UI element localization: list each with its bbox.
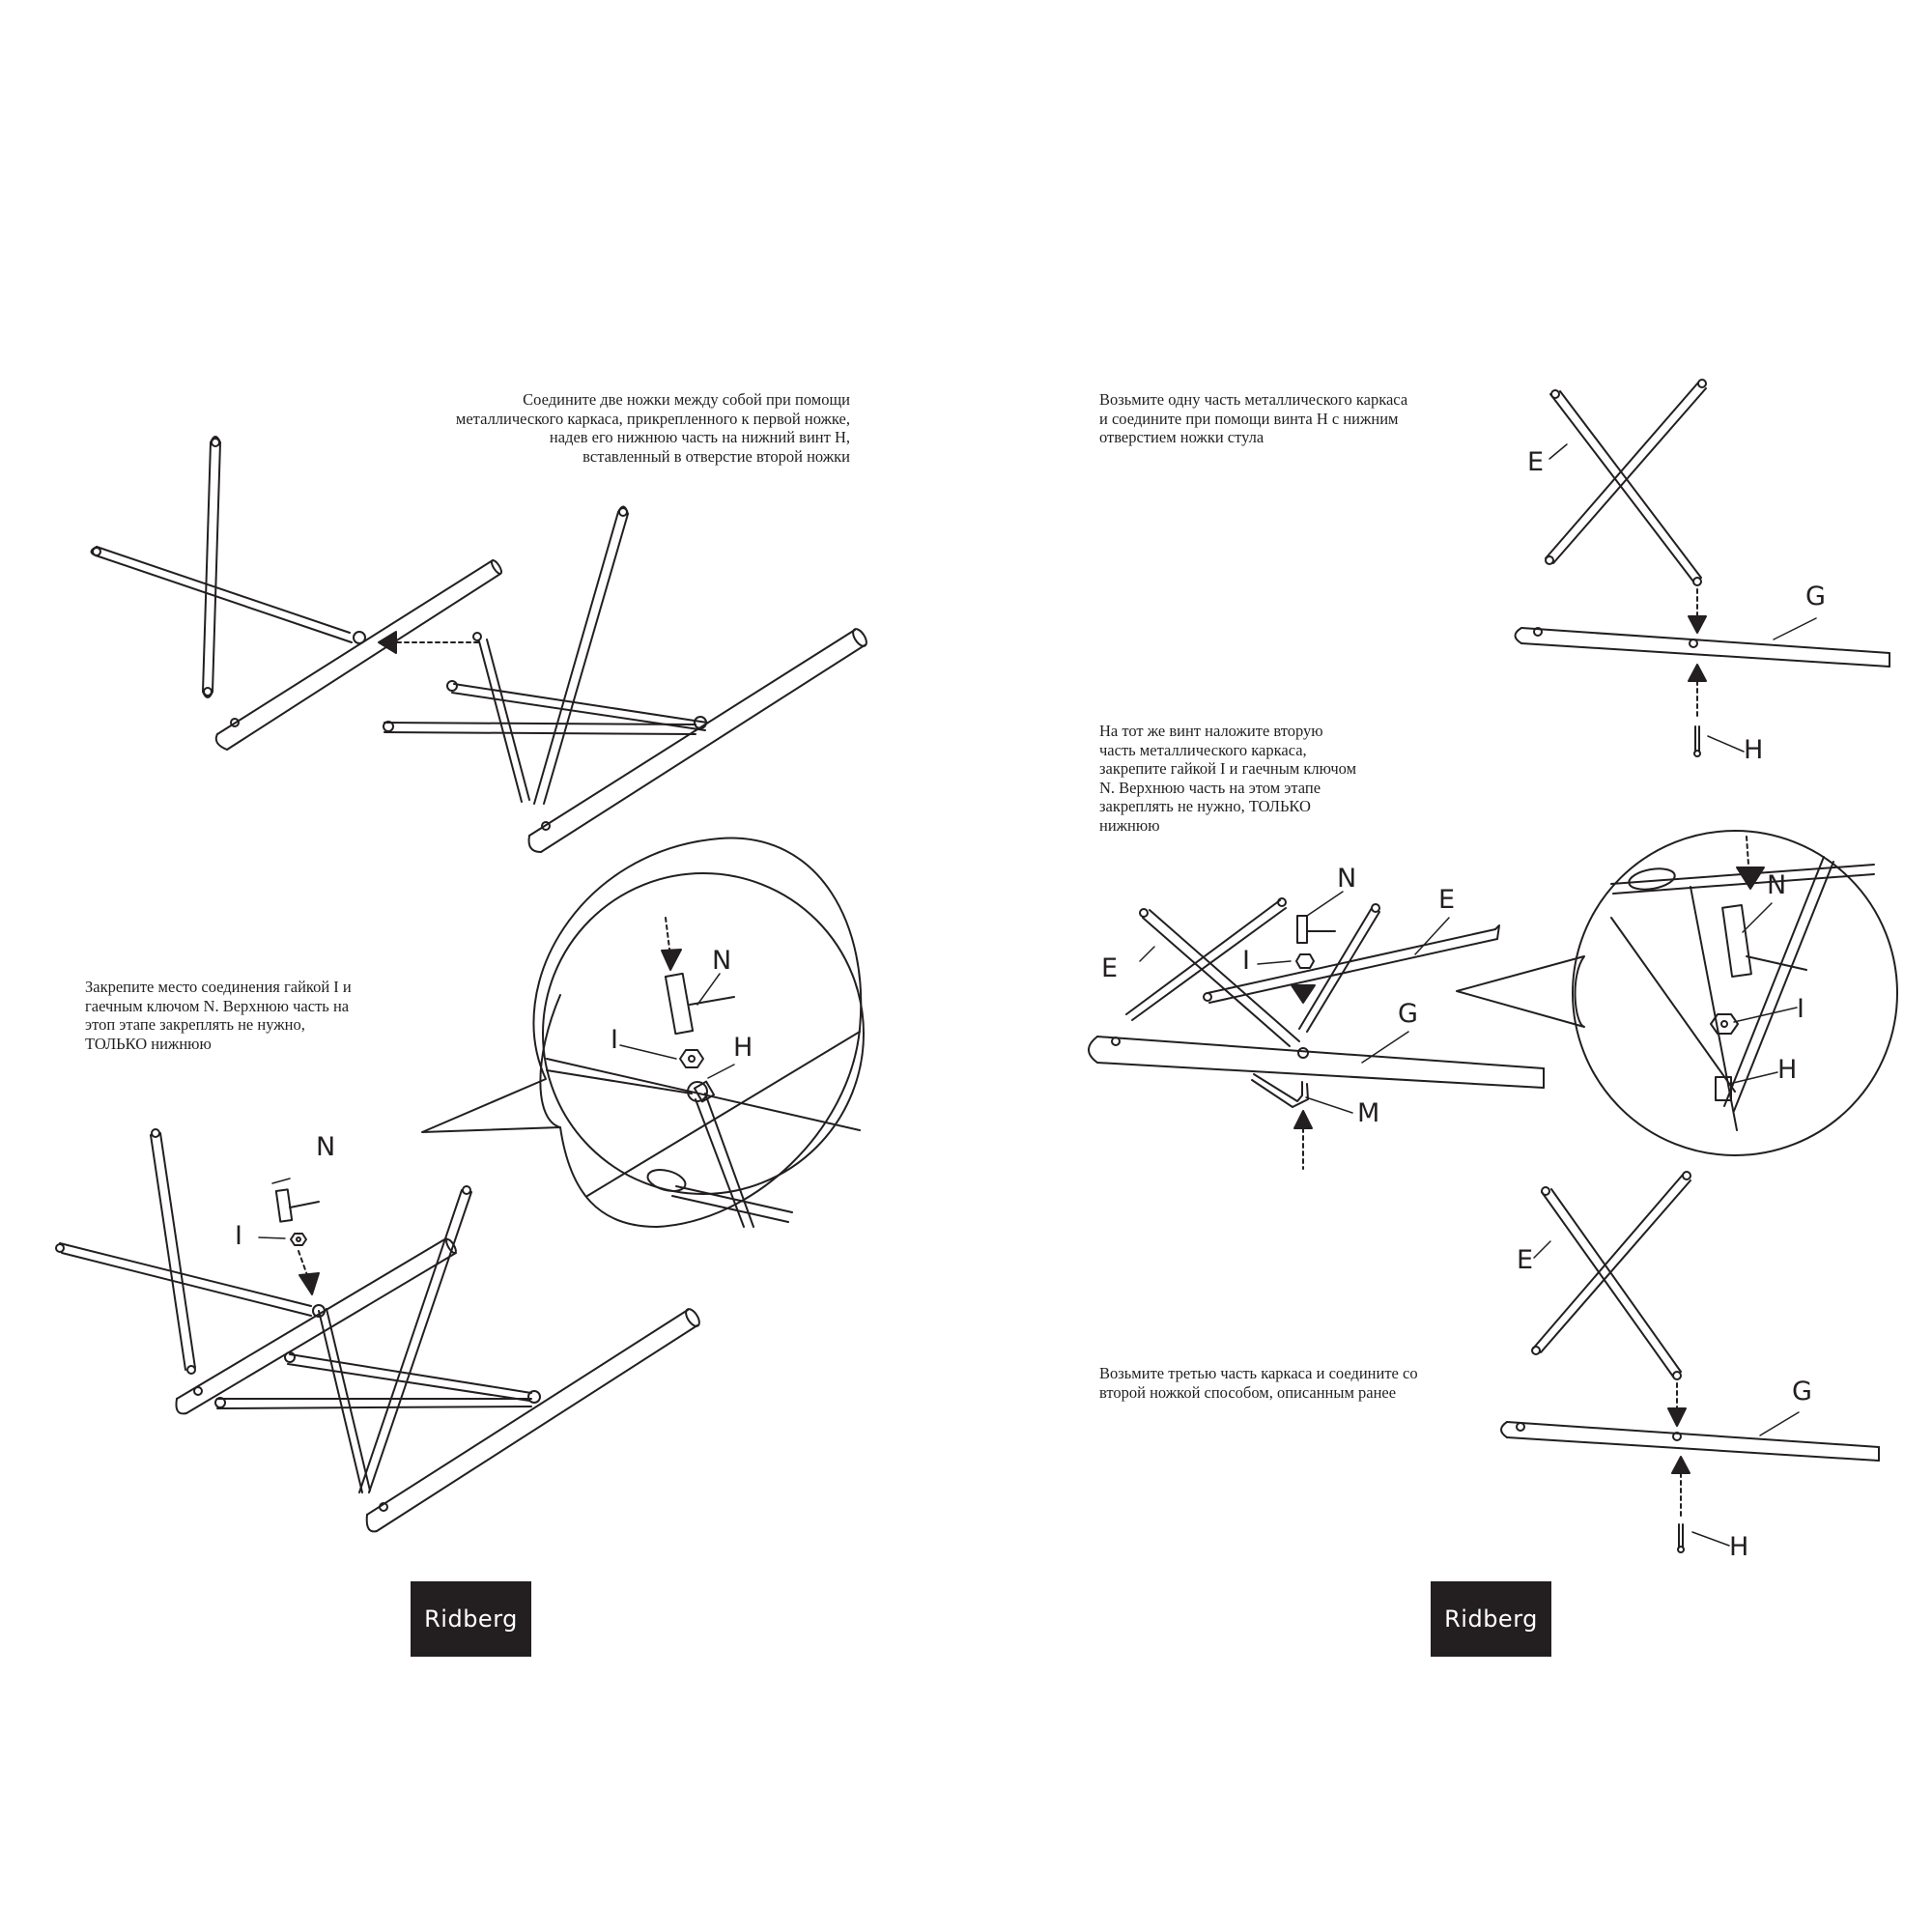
label-h-zoom-right: H <box>1777 1055 1798 1085</box>
label-h-zoom: H <box>733 1033 753 1063</box>
arrow-icon <box>1688 615 1707 634</box>
arrow-icon <box>1291 984 1316 1004</box>
label-n-mid: N <box>1337 864 1357 894</box>
label-g-bottom: G <box>1792 1377 1812 1406</box>
right-step1-figure <box>1514 379 1890 757</box>
metal-frame-3 <box>55 1128 371 1493</box>
frame-e-top <box>1545 379 1707 586</box>
right-step2-figure <box>1088 891 1545 1170</box>
bolt-icon <box>1715 1076 1732 1101</box>
chair-leg-g-mid <box>1088 1036 1545 1089</box>
bolt-icon <box>1297 1047 1309 1059</box>
arrow-icon <box>661 949 682 971</box>
hex-nut-icon <box>679 1049 704 1068</box>
label-h-top: H <box>1744 735 1764 765</box>
label-n: N <box>316 1132 336 1162</box>
label-e-bottom: E <box>1517 1245 1534 1275</box>
right-step2-instruction: На тот же винт наложите вторую часть мет… <box>1099 722 1357 835</box>
chair-leg-b <box>527 628 867 853</box>
socket-wrench-icon <box>274 1188 320 1223</box>
label-e-mid-right: E <box>1438 885 1456 915</box>
label-i: I <box>235 1221 242 1251</box>
chair-leg-d <box>365 1308 700 1533</box>
label-g-top: G <box>1805 582 1826 611</box>
left-zoom-bubble <box>421 837 865 1228</box>
hex-nut-icon <box>1295 953 1315 969</box>
arrow-icon <box>1293 1110 1313 1129</box>
brand-logo-left: Ridberg <box>411 1581 531 1657</box>
metal-frame-1 <box>90 436 366 698</box>
label-i-zoom-right: I <box>1797 994 1804 1024</box>
bolt-icon <box>1677 1523 1685 1553</box>
label-h-bottom: H <box>1729 1532 1749 1562</box>
right-step3-instruction: Возьмите третью часть каркаса и соединит… <box>1099 1364 1418 1402</box>
bolt-icon <box>693 1080 716 1103</box>
hex-key-icon <box>1251 1073 1309 1108</box>
arrow-icon <box>1688 664 1707 682</box>
hex-nut-icon <box>290 1233 307 1246</box>
label-n-zoom: N <box>712 946 732 976</box>
right-step3-figure <box>1500 1171 1880 1553</box>
left-step2-instruction: Закрепите место соединения гайкой I и га… <box>85 978 352 1053</box>
chair-leg-g-bottom <box>1500 1421 1880 1462</box>
frame-e-left <box>1125 897 1300 1047</box>
label-e-top: E <box>1527 447 1545 477</box>
left-step1-instruction: Соедините две ножки между собой при помо… <box>455 390 850 466</box>
metal-frame-4 <box>214 1185 541 1493</box>
hex-nut-icon <box>1710 1013 1739 1035</box>
brand-logo-right: Ridberg <box>1431 1581 1551 1657</box>
socket-wrench-icon <box>1296 915 1336 944</box>
label-n-zoom-right: N <box>1767 870 1787 900</box>
label-m-mid: M <box>1357 1098 1380 1128</box>
frame-e-right <box>1203 903 1500 1033</box>
arrow-icon <box>1736 867 1765 890</box>
arrow-icon <box>1671 1456 1690 1474</box>
metal-frame-2 <box>383 505 708 805</box>
left-step2-figure <box>55 1128 700 1533</box>
bolt-icon <box>1693 725 1701 757</box>
arrow-icon <box>298 1272 320 1295</box>
right-zoom-bubble <box>1456 830 1898 1156</box>
label-i-mid: I <box>1242 946 1250 976</box>
chair-leg-c <box>175 1237 457 1415</box>
chair-leg-a <box>214 559 503 751</box>
label-i-zoom: I <box>611 1025 618 1055</box>
label-g-mid: G <box>1398 999 1418 1029</box>
chair-leg-g-top <box>1514 627 1890 668</box>
frame-e-bottom <box>1531 1171 1691 1380</box>
right-step1-instruction: Возьмите одну часть металлического карка… <box>1099 390 1408 446</box>
left-step1-figure <box>90 436 867 853</box>
label-e-mid-left: E <box>1101 953 1119 983</box>
arrow-icon <box>1667 1407 1687 1427</box>
arrow-icon <box>378 631 397 654</box>
